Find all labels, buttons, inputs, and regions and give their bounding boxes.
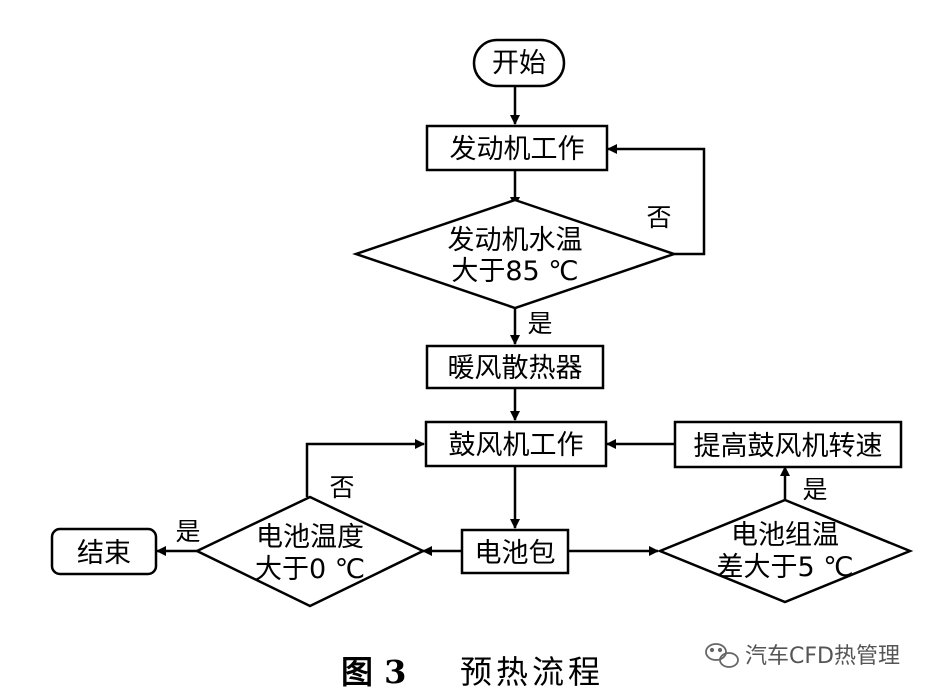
engine-work-label: 发动机工作 bbox=[450, 134, 585, 165]
coolant-check-label-line1: 发动机水温 bbox=[448, 225, 583, 256]
battery-yes-label: 是 bbox=[175, 517, 200, 546]
blower-work-label: 鼓风机工作 bbox=[449, 430, 584, 461]
heater-core-label: 暖风散热器 bbox=[448, 353, 583, 384]
blower-work-box bbox=[424, 420, 608, 468]
end-terminal bbox=[50, 527, 158, 576]
battery-temp-label-line2: 大于0 ℃ bbox=[255, 554, 365, 585]
heater-core-box bbox=[425, 344, 605, 390]
start-label: 开始 bbox=[492, 48, 546, 79]
coolant-no-label: 否 bbox=[646, 203, 671, 232]
increase-blower-label: 提高鼓风机转速 bbox=[694, 431, 883, 462]
battery-temp-label-line1: 电池温度 bbox=[256, 522, 364, 553]
cell-diff-label-line2: 差大于5 ℃ bbox=[716, 552, 853, 583]
battery-temp-decision bbox=[194, 495, 426, 608]
watermark-text: 汽车CFD热管理 bbox=[745, 644, 900, 669]
battery-pack-label: 电池包 bbox=[475, 538, 556, 569]
edge-coolant-no-loop bbox=[607, 144, 706, 256]
battery-pack-box bbox=[460, 528, 570, 575]
figure-number: 图 3 bbox=[341, 653, 406, 691]
coolant-decision bbox=[352, 198, 678, 310]
engine-work-box bbox=[425, 124, 609, 172]
coolant-check-label-line2: 大于85 ℃ bbox=[451, 256, 578, 287]
diff-yes-label: 是 bbox=[802, 475, 827, 504]
increase-blower-box bbox=[673, 420, 903, 469]
cell-diff-label-line1: 电池组温 bbox=[731, 520, 839, 551]
start-terminal bbox=[472, 38, 566, 88]
figure-title: 预热流程 bbox=[460, 653, 604, 691]
wechat-icon bbox=[705, 643, 739, 668]
end-label: 结束 bbox=[77, 538, 131, 569]
edge-temp-no-loop bbox=[305, 439, 425, 497]
battery-no-label: 否 bbox=[329, 473, 354, 502]
coolant-yes-label: 是 bbox=[527, 309, 552, 338]
cell-diff-decision bbox=[656, 498, 914, 604]
